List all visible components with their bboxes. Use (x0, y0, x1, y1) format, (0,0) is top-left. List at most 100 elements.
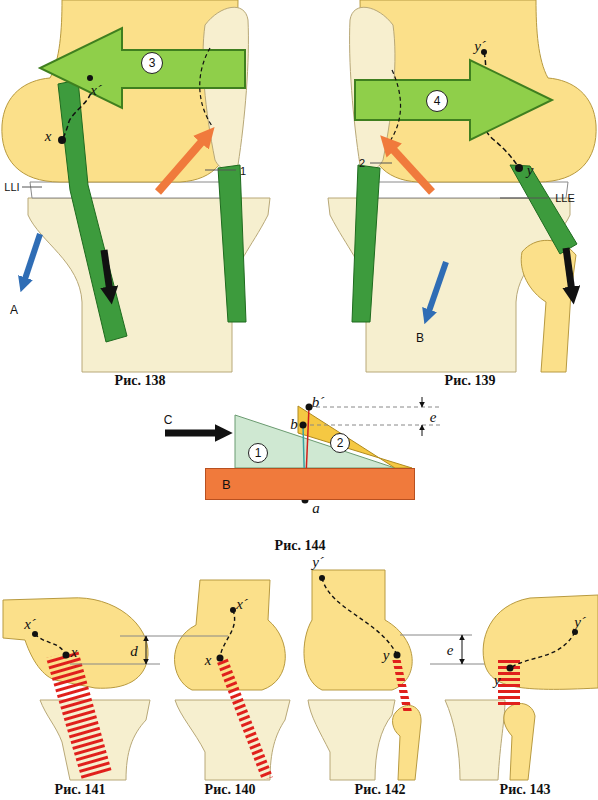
fibula (504, 703, 535, 780)
node-text: B (222, 477, 231, 492)
point (300, 422, 307, 429)
point (394, 652, 401, 659)
fibula (393, 705, 422, 780)
dashed-path (322, 578, 397, 655)
callout-circle: 3 (141, 52, 163, 74)
wedge (298, 406, 412, 468)
figure-caption: Рис. 140 (205, 783, 256, 797)
point-label: b´ (312, 395, 325, 410)
dashed-path (510, 632, 575, 668)
figure-caption: Рис. 141 (55, 783, 106, 797)
point-label: y´ (474, 39, 486, 54)
dimension-arrow (422, 425, 423, 436)
dashed-path (220, 610, 235, 658)
push-arrow (165, 430, 220, 437)
figure-caption: Рис. 142 (355, 783, 406, 797)
callout-circle: 2 (330, 433, 350, 453)
node-text: 3 (149, 56, 156, 70)
point-label: y´ (574, 615, 586, 630)
dimension-arrow (422, 397, 423, 407)
dimension-arrow (146, 650, 147, 664)
figure-caption: Рис. 138 (115, 374, 166, 388)
leader-line (22, 187, 42, 188)
lateral-ligament (510, 165, 577, 254)
dashed-contour (388, 70, 401, 144)
point-label: a (312, 501, 320, 516)
guide-line (400, 635, 472, 636)
figure-caption: Рис. 139 (445, 374, 496, 388)
point (32, 631, 38, 637)
force-arrow (355, 60, 552, 140)
ligament-band (498, 660, 520, 706)
dimension-label: e (430, 410, 437, 425)
point-label: x (45, 129, 52, 144)
node-text: 2 (337, 436, 344, 450)
ligament-band (216, 657, 273, 780)
figure-caption: Рис. 143 (500, 783, 551, 797)
black-arrow (104, 250, 110, 292)
callout-circle: 1 (248, 443, 268, 463)
node-text: 1 (255, 446, 262, 460)
dimension-arrow (462, 635, 463, 650)
point (63, 652, 70, 659)
dimension-arrow (146, 636, 147, 650)
point (217, 655, 224, 662)
point-label: x (71, 645, 78, 660)
orange-arrow (390, 146, 432, 192)
point (319, 575, 325, 581)
point (58, 136, 66, 144)
guide-line (303, 425, 440, 426)
callout-number: 2 (359, 158, 365, 169)
force-arrow (40, 28, 245, 108)
point (507, 665, 514, 672)
ligament-label: LLI (4, 182, 19, 193)
tibia (445, 700, 505, 780)
callout-number: 1 (240, 166, 246, 177)
blue-arrow (428, 262, 446, 314)
dimension-label: e (447, 643, 454, 658)
black-arrow (566, 248, 572, 292)
point-label: y (494, 673, 501, 688)
point-label: x´ (236, 597, 248, 612)
blue-arrow (24, 234, 40, 282)
ligament-band (46, 650, 112, 780)
tibia (175, 700, 290, 780)
callout-circle: 4 (426, 90, 448, 112)
knee-medial (2, 0, 270, 372)
ligament-label: LLE (555, 193, 575, 204)
fibula (521, 240, 576, 372)
ligament-band (392, 657, 412, 714)
node-text: 4 (434, 94, 441, 108)
point-label: y´ (312, 555, 324, 570)
vector-label: C (164, 414, 173, 426)
point (306, 404, 313, 411)
guide-line (309, 407, 440, 408)
dashed-contour (200, 48, 212, 126)
point (230, 607, 236, 613)
point (87, 75, 93, 81)
point-label: y (383, 648, 390, 663)
leader-line (370, 163, 392, 164)
point-label: y (527, 163, 534, 178)
point (515, 164, 523, 172)
point (572, 629, 578, 635)
dimension-label: d (130, 644, 138, 659)
knee-lateral (328, 0, 596, 372)
vector-label: A (10, 304, 18, 316)
tibia (308, 700, 395, 780)
vector-label: B (416, 332, 424, 344)
point-label: x´ (90, 83, 102, 98)
point-label: x (205, 653, 212, 668)
figure-caption: Рис. 144 (275, 539, 326, 553)
base-block: B (205, 468, 415, 500)
point-label: b (290, 417, 298, 432)
guide-line (120, 636, 228, 637)
dimension-arrow (462, 650, 463, 664)
orange-arrow (158, 138, 205, 192)
leader-line (205, 170, 236, 171)
point-label: x´ (24, 617, 36, 632)
dashed-path (35, 634, 66, 655)
medial-ligament (58, 80, 127, 342)
